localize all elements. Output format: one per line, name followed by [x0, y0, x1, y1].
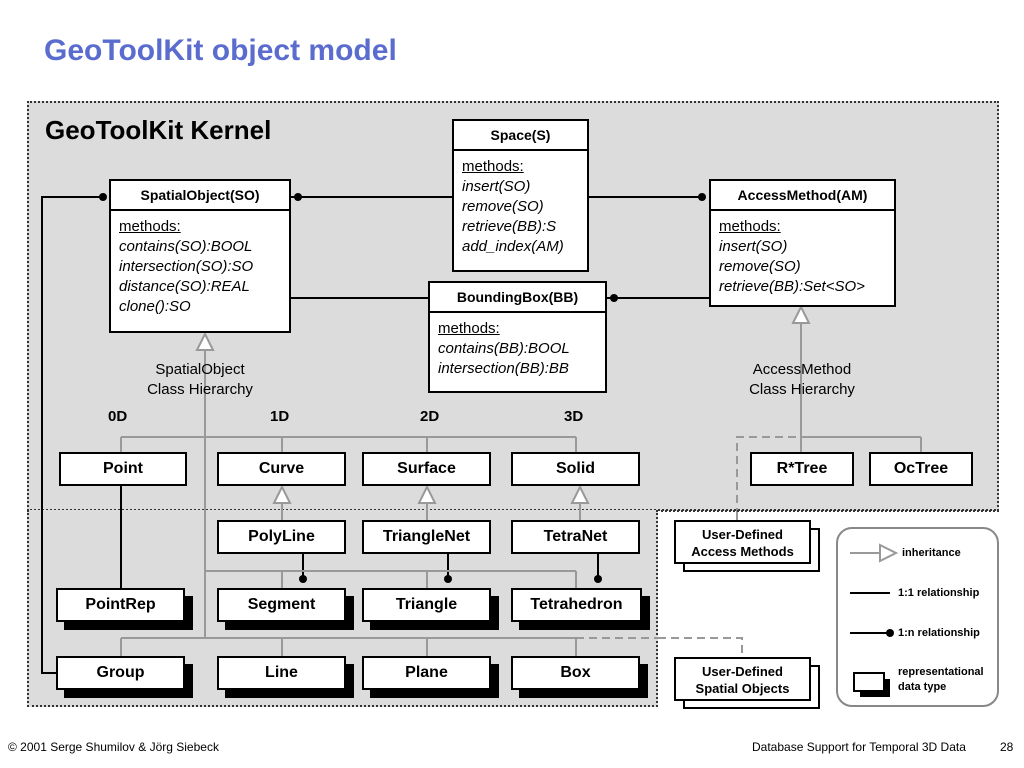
- line-box: Line: [217, 656, 346, 690]
- method-item: retrieve(BB):Set<SO>: [719, 278, 865, 295]
- ud-label-line: User-Defined: [702, 664, 783, 679]
- hierarchy-label-line: Class Hierarchy: [147, 381, 253, 398]
- user-defined-spatial-objects: User-Defined Spatial Objects: [674, 657, 811, 701]
- triangle-box: Triangle: [362, 588, 491, 622]
- hierarchy-label-line: Class Hierarchy: [749, 381, 855, 398]
- solid-box: Solid: [511, 452, 640, 486]
- ud-label-line: Access Methods: [691, 544, 794, 559]
- legend-one-to-one-label: 1:1 relationship: [898, 587, 980, 599]
- spatial-object-class: SpatialObject(SO) methods: contains(SO):…: [109, 179, 291, 333]
- legend: inheritance 1:1 relationship 1:n relatio…: [836, 527, 999, 707]
- method-item: add_index(AM): [462, 238, 564, 255]
- footer-page-number: 28: [1000, 740, 1014, 754]
- methods-heading: methods:: [119, 218, 181, 235]
- legend-symbols: [850, 543, 899, 697]
- bounding-box-class: BoundingBox(BB) methods: contains(BB):BO…: [428, 281, 607, 393]
- dimension-label-2d: 2D: [420, 408, 440, 425]
- legend-inheritance-label: inheritance: [902, 547, 961, 559]
- method-item: remove(SO): [462, 198, 544, 215]
- legend-rep-box: [853, 672, 885, 692]
- bounding-box-class-name: BoundingBox(BB): [430, 283, 605, 313]
- method-item: intersection(BB):BB: [438, 360, 569, 377]
- pointrep-box: PointRep: [56, 588, 185, 622]
- method-item: retrieve(BB):S: [462, 218, 557, 235]
- methods-heading: methods:: [462, 158, 524, 175]
- dimension-label-0d: 0D: [108, 408, 128, 425]
- method-item: contains(SO):BOOL: [119, 238, 253, 255]
- method-item: remove(SO): [719, 258, 801, 275]
- polyline-box: PolyLine: [217, 520, 346, 554]
- user-defined-access-methods: User-Defined Access Methods: [674, 520, 811, 564]
- ud-label-line: User-Defined: [702, 527, 783, 542]
- methods-heading: methods:: [438, 320, 500, 337]
- methods-heading: methods:: [719, 218, 781, 235]
- extension-area-top-edge: [656, 510, 999, 512]
- method-item: insert(SO): [462, 178, 531, 195]
- legend-inheritance-arrow: [879, 543, 899, 563]
- dimension-label-1d: 1D: [270, 408, 290, 425]
- spatial-object-class-name: SpatialObject(SO): [111, 181, 289, 211]
- method-item: contains(BB):BOOL: [438, 340, 570, 357]
- access-method-class: AccessMethod(AM) methods: insert(SO) rem…: [709, 179, 896, 307]
- group-box: Group: [56, 656, 185, 690]
- ud-label-line: Spatial Objects: [695, 681, 790, 696]
- segment-box: Segment: [217, 588, 346, 622]
- method-item: insert(SO): [719, 238, 788, 255]
- legend-rep-line: data type: [898, 681, 947, 693]
- plane-box: Plane: [362, 656, 491, 690]
- space-class-name: Space(S): [454, 121, 587, 151]
- dimension-label-3d: 3D: [564, 408, 584, 425]
- method-item: intersection(SO):SO: [119, 258, 254, 275]
- space-class: Space(S) methods: insert(SO) remove(SO) …: [452, 119, 589, 272]
- point-box: Point: [59, 452, 187, 486]
- method-item: distance(SO):REAL: [119, 278, 250, 295]
- spatial-hierarchy-label: SpatialObject Class Hierarchy: [130, 360, 270, 400]
- rtree-box: R*Tree: [750, 452, 854, 486]
- access-hierarchy-label: AccessMethod Class Hierarchy: [732, 360, 872, 400]
- hierarchy-label-line: AccessMethod: [752, 361, 852, 378]
- trianglenet-box: TriangleNet: [362, 520, 491, 554]
- footer-course: Database Support for Temporal 3D Data: [752, 740, 966, 754]
- tetranet-box: TetraNet: [511, 520, 640, 554]
- hierarchy-label-line: SpatialObject: [155, 361, 245, 378]
- legend-representational-label: representational data type: [898, 665, 984, 695]
- legend-one-to-n-label: 1:n relationship: [898, 627, 980, 639]
- box-type-box: Box: [511, 656, 640, 690]
- page-title: GeoToolKit object model: [44, 34, 397, 67]
- kernel-label: GeoToolKit Kernel: [45, 115, 272, 145]
- curve-box: Curve: [217, 452, 346, 486]
- extension-area-edge: [656, 510, 658, 707]
- method-item: clone():SO: [119, 298, 191, 315]
- octree-box: OcTree: [869, 452, 973, 486]
- access-method-class-name: AccessMethod(AM): [711, 181, 894, 211]
- footer-copyright: © 2001 Serge Shumilov & Jörg Siebeck: [8, 740, 219, 754]
- tetrahedron-box: Tetrahedron: [511, 588, 642, 622]
- surface-box: Surface: [362, 452, 491, 486]
- legend-one-to-n-dot: [886, 629, 894, 637]
- legend-rep-line: representational: [898, 666, 984, 678]
